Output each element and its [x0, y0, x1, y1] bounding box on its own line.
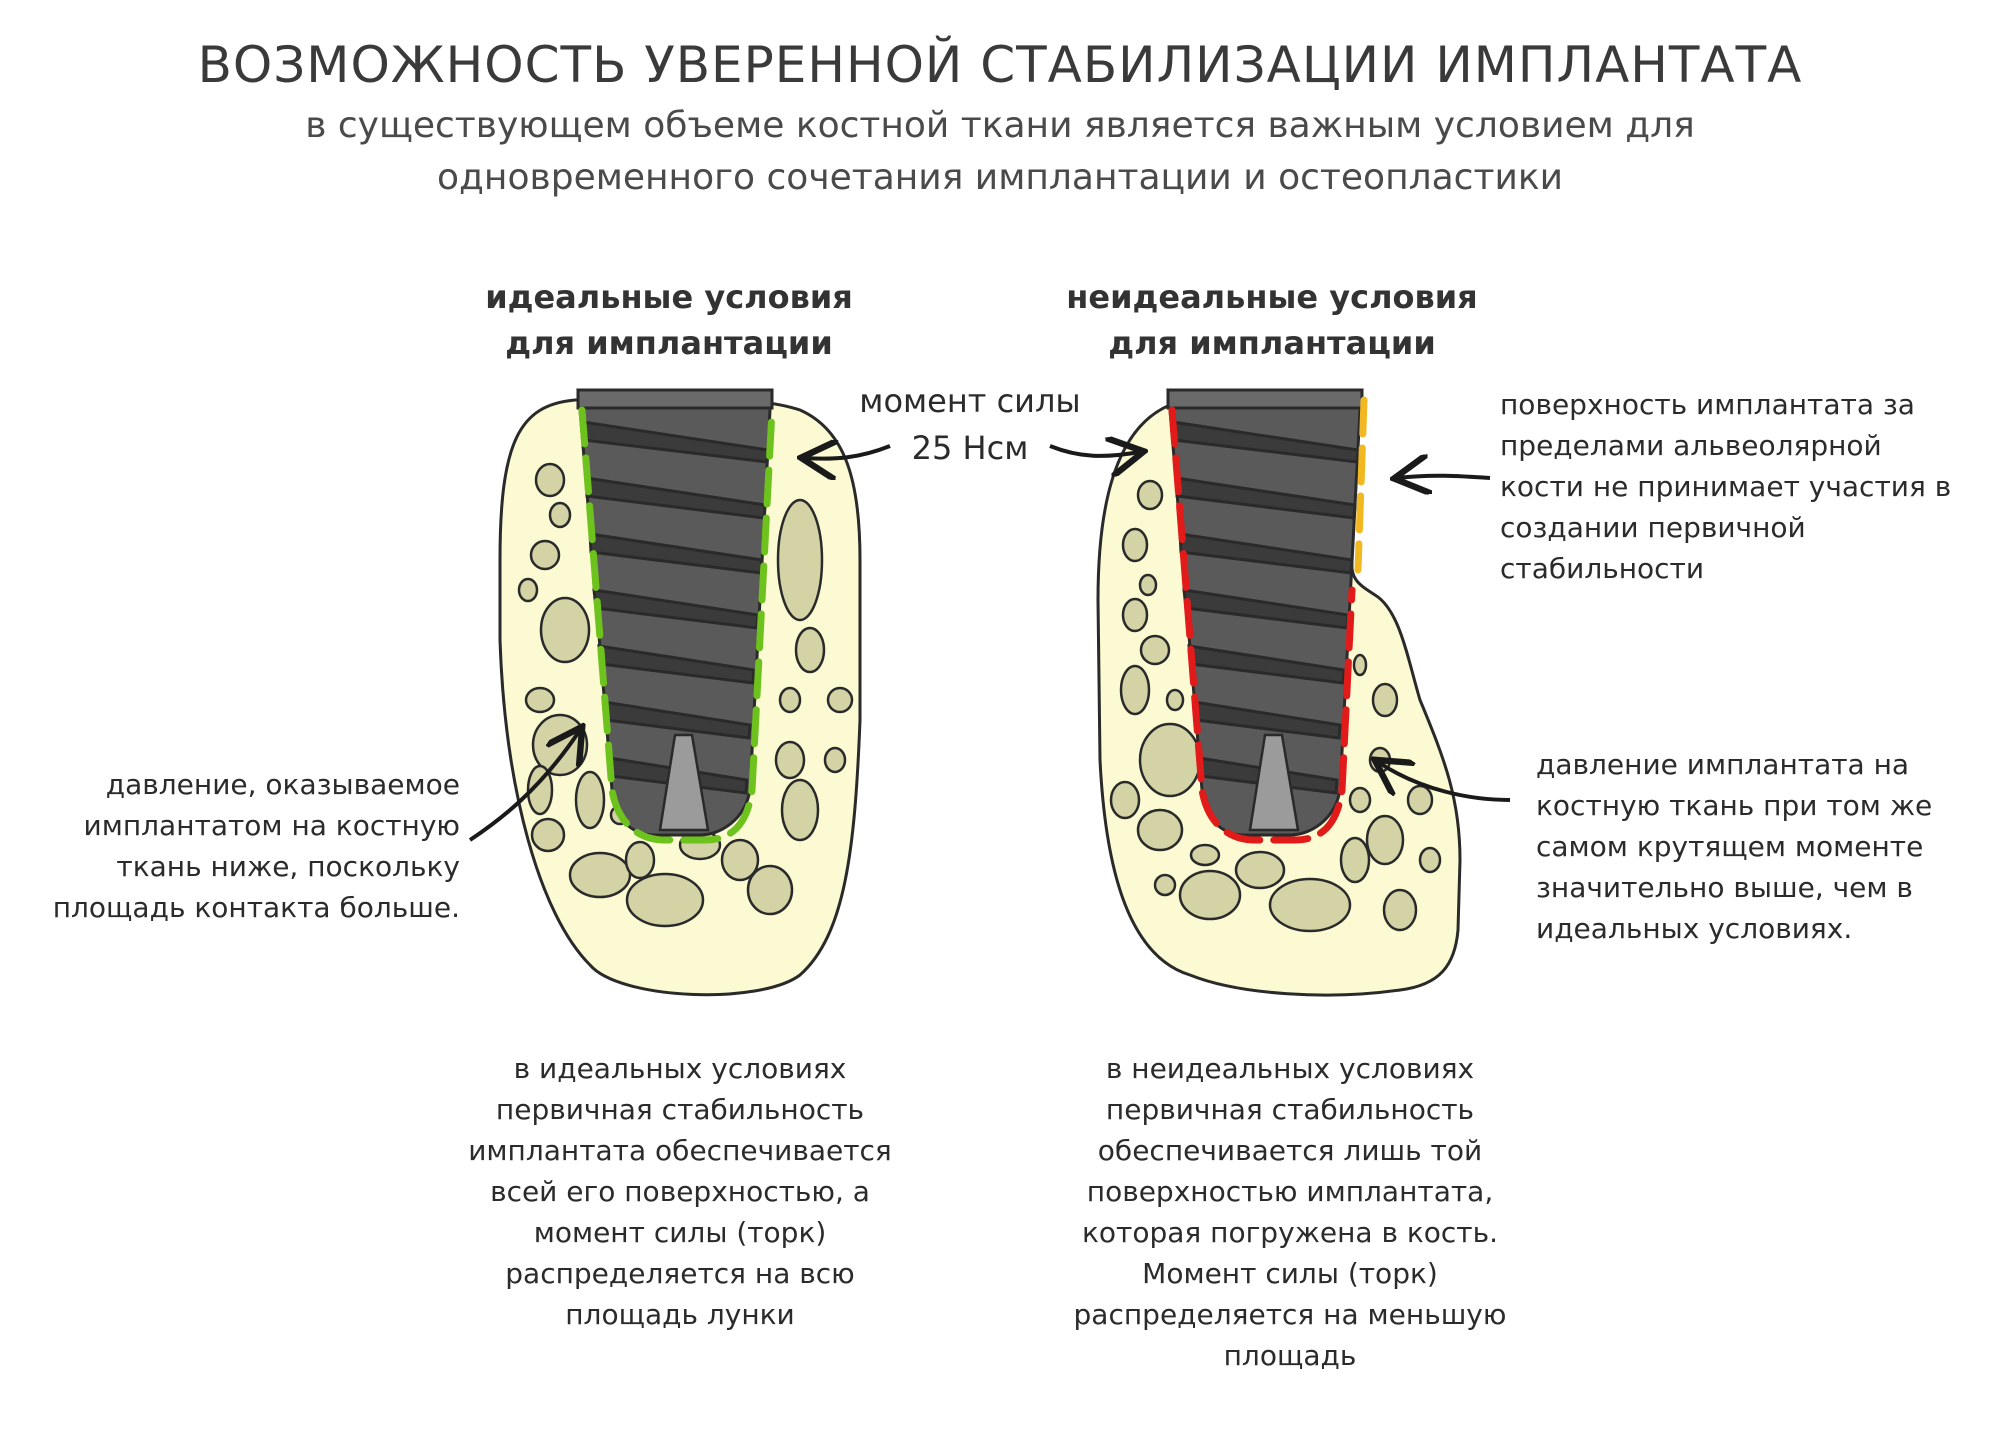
ideal-pressure-note: давление, оказываемое имплантатом на кос…	[20, 764, 460, 928]
note-line: идеальных условиях.	[1536, 912, 1853, 945]
caption-line: поверхностью имплантата,	[1086, 1175, 1494, 1208]
caption-line: в неидеальных условиях	[1105, 1052, 1475, 1085]
nonideal-implant-collar	[1166, 388, 1364, 410]
torque-label: момент силы 25 Нсм	[830, 378, 1110, 472]
heading-line: идеальные условия	[485, 278, 853, 316]
subtitle-line: одновременного сочетания имплантации и о…	[437, 157, 1563, 198]
heading-line: для имплантации	[1108, 324, 1436, 362]
nonideal-pressure-note: давление имплантата на костную ткань при…	[1536, 744, 1976, 949]
torque-line: 25 Нсм	[911, 429, 1029, 467]
caption-line: обеспечивается лишь той	[1097, 1134, 1483, 1167]
caption-line: в идеальных условиях	[513, 1052, 847, 1085]
torque-arrow-left	[805, 446, 891, 459]
note-line: давление, оказываемое	[105, 768, 460, 801]
page-subtitle: в существующем объеме костной ткани явля…	[0, 100, 2000, 204]
ideal-heading: идеальные условия для имплантации	[409, 274, 929, 366]
caption-line: площадь лунки	[565, 1298, 795, 1331]
note-line: ткань ниже, поскольку	[116, 850, 460, 883]
note-line: поверхность имплантата за	[1500, 388, 1915, 421]
ideal-implant-collar	[576, 388, 774, 410]
nonideal-pressure-arrow	[1378, 762, 1511, 802]
nonideal-trabeculae	[1109, 479, 1442, 933]
ideal-pressure-arrow	[468, 730, 580, 842]
exposed-surface-arrow	[1398, 476, 1491, 478]
nonideal-contact-line	[1168, 406, 1356, 844]
ideal-implant-threads	[581, 420, 770, 795]
caption-line: распределяется на всю	[505, 1257, 855, 1290]
note-line: костную ткань при том же	[1536, 789, 1933, 822]
caption-line: первичная стабильность	[1105, 1093, 1475, 1126]
ideal-trabeculae	[517, 462, 854, 928]
note-line: площадь контакта больше.	[52, 891, 460, 924]
nonideal-caption: в неидеальных условиях первичная стабиль…	[1040, 1048, 1540, 1376]
ideal-implant-apex	[658, 733, 710, 832]
ideal-caption: в идеальных условиях первичная стабильно…	[440, 1048, 920, 1335]
note-line: имплантатом на костную	[83, 809, 460, 842]
nonideal-bone-section	[1096, 388, 1462, 997]
nonideal-implant-apex	[1248, 733, 1300, 832]
caption-line: момент силы (торк)	[533, 1216, 827, 1249]
page-title: ВОЗМОЖНОСТЬ УВЕРЕННОЙ СТАБИЛИЗАЦИИ ИМПЛА…	[197, 36, 1803, 94]
ideal-contact-line	[578, 406, 776, 844]
exposed-surface-note: поверхность имплантата за пределами альв…	[1500, 384, 1980, 589]
heading-line: для имплантации	[505, 324, 833, 362]
nonideal-heading: неидеальные условия для имплантации	[1012, 274, 1532, 366]
note-line: значительно выше, чем в	[1536, 871, 1913, 904]
heading-line: неидеальные условия	[1066, 278, 1478, 316]
torque-arrow-right	[1049, 446, 1140, 456]
caption-line: площадь	[1223, 1339, 1357, 1372]
caption-line: распределяется на меньшую	[1073, 1298, 1507, 1331]
caption-line: которая погружена в кость.	[1081, 1216, 1499, 1249]
note-line: давление имплантата на	[1536, 748, 1910, 781]
torque-line: момент силы	[859, 382, 1081, 420]
note-line: кости не принимает участия в	[1500, 470, 1952, 503]
note-line: стабильности	[1500, 552, 1705, 585]
caption-line: первичная стабильность	[495, 1093, 865, 1126]
caption-line: всей его поверхностью, а	[490, 1175, 870, 1208]
caption-line: Момент силы (торк)	[1142, 1257, 1438, 1290]
nonideal-exposed-line	[1354, 396, 1368, 574]
note-line: создании первичной	[1500, 511, 1806, 544]
subtitle-line: в существующем объеме костной ткани явля…	[305, 105, 1695, 146]
note-line: самом крутящем моменте	[1536, 830, 1924, 863]
ideal-bone-section	[498, 388, 862, 997]
note-line: пределами альвеолярной	[1500, 429, 1882, 462]
caption-line: имплантата обеспечивается	[468, 1134, 892, 1167]
